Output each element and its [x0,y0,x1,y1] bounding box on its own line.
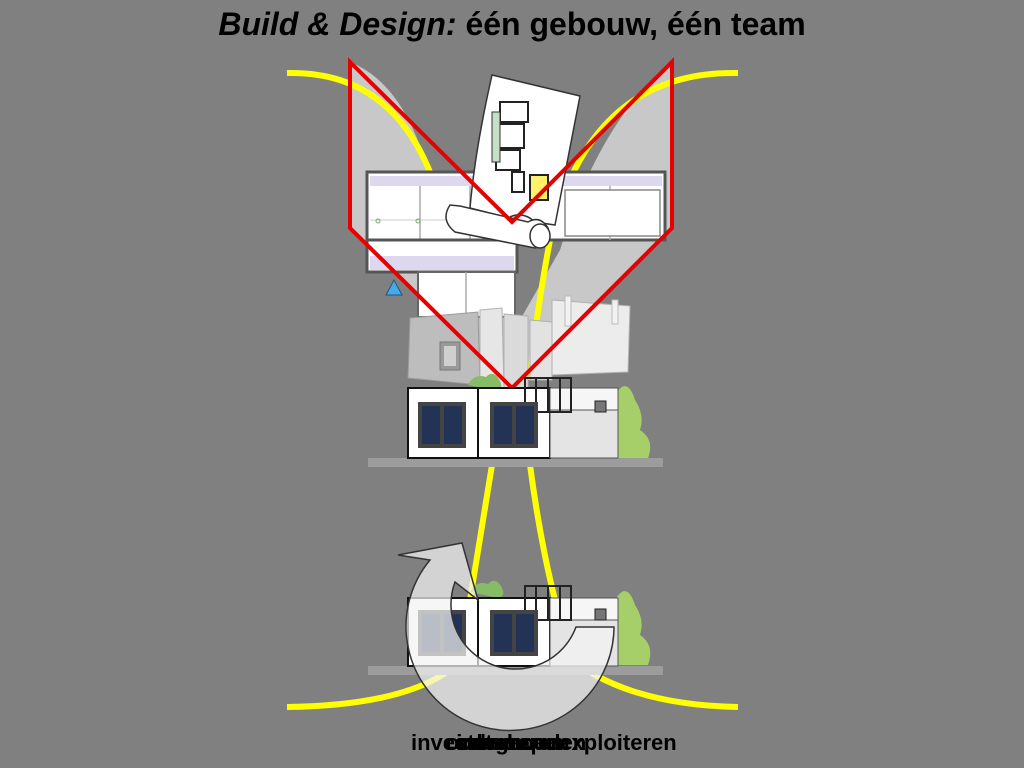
slide-title-italic: Build & Design: [218,6,457,42]
caption-investeren: investeren [410,730,522,755]
caption-exploiteren: exploiteren [559,730,677,755]
lifecycle-captions: investeren bouwen ontwerpen onderhouden … [0,730,1024,760]
design-chevron [348,57,674,391]
mass-model [407,295,631,391]
house-upper [368,373,663,467]
blueprint-scroll-icon [445,74,581,249]
cycle-arrow-icon [397,542,615,732]
north-marker-icon [385,278,403,296]
slide-title-rest: één gebouw, één team [456,6,806,42]
caption-ontwerpen: ontwerpen [458,730,570,755]
lifecycle-curve-mid-right [527,464,558,601]
lifecycle-curve-mid-left [467,464,495,601]
caption-bouwen: bouwen [476,730,560,755]
caption-integreren: integreren [456,730,564,755]
caption-onderhouden: onderhouden [445,730,587,755]
slide-title: Build & Design: één gebouw, één team [0,6,1024,43]
